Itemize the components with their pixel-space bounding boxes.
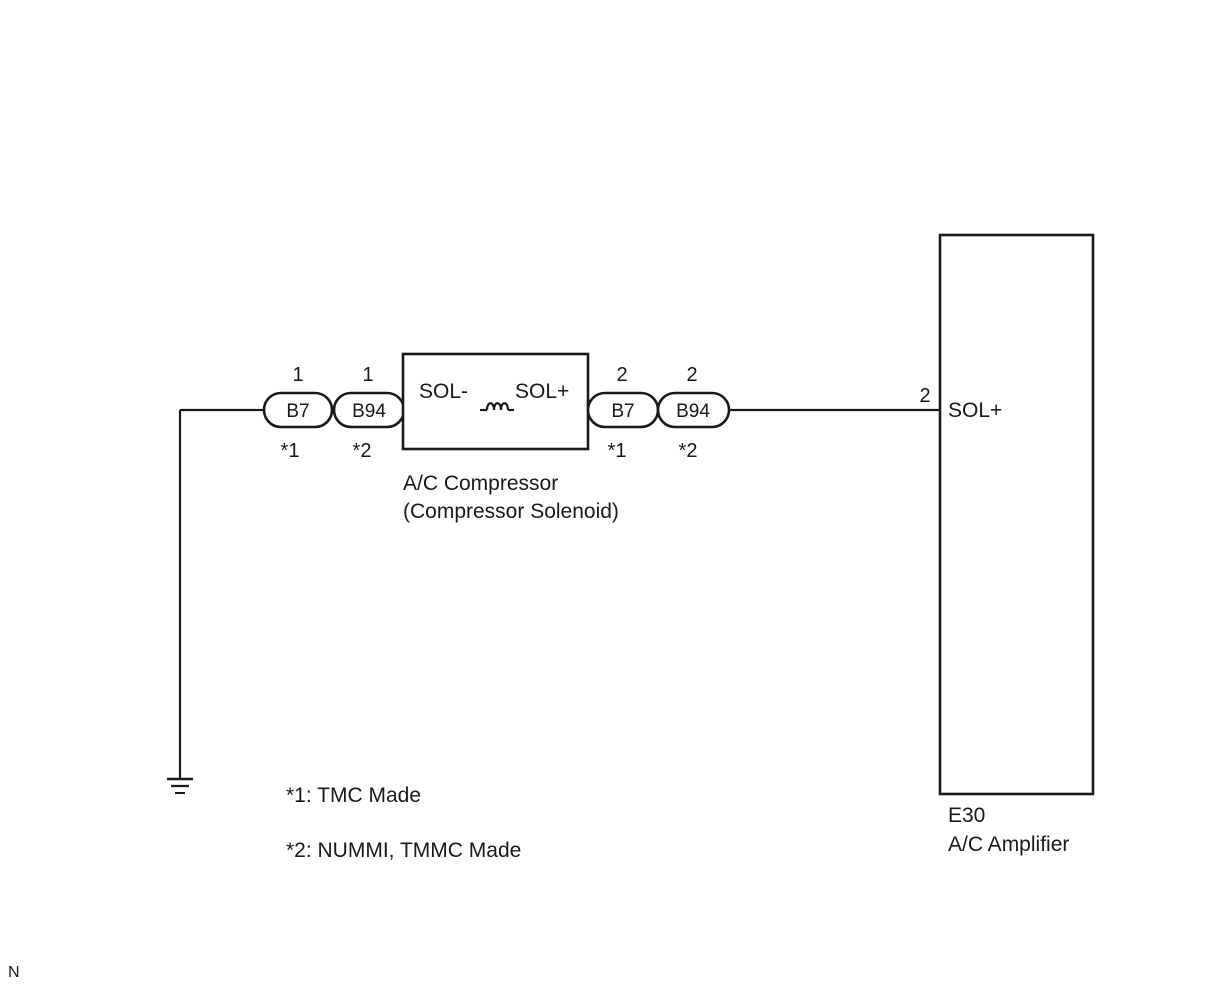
solenoid-coil-icon [480,402,514,412]
compressor-name-line1: A/C Compressor [403,472,558,495]
note-tmc: *1: TMC Made [286,784,421,807]
connector-b94-right: B94 [656,391,731,429]
connector-b94-right-note: *2 [679,440,698,462]
connector-b94-left: B94 [332,391,406,429]
connector-b94-right-pin: 2 [686,364,697,386]
connector-b7-right-pin: 2 [616,364,627,386]
note-nummi-tmmc: *2: NUMMI, TMMC Made [286,839,521,862]
ground-wire [178,408,264,778]
connector-b94-left-label: B94 [352,401,386,422]
compressor-name-line2: (Compressor Solenoid) [403,500,619,523]
connector-b7-right: B7 [586,391,660,429]
corner-mark: N [8,964,20,981]
amplifier-pin: 2 [919,385,930,407]
amplifier-terminal: SOL+ [948,399,1002,422]
amplifier-box [938,233,1095,796]
connector-b94-right-label: B94 [676,401,710,422]
compressor-terminal-neg: SOL- [419,380,468,403]
connector-b7-left-note: *1 [281,440,300,462]
connector-b7-right-label: B7 [611,401,634,422]
amplifier-name: A/C Amplifier [948,833,1069,856]
compressor-terminal-pos: SOL+ [515,380,569,403]
connector-b94-left-pin: 1 [362,364,373,386]
compressor-box [401,352,590,451]
connector-b94-left-note: *2 [353,440,372,462]
connector-b7-left-pin: 1 [292,364,303,386]
connector-b7-right-note: *1 [608,440,627,462]
connector-b7-left: B7 [262,391,334,429]
ground-symbol-icon [167,777,193,794]
connector-b7-left-label: B7 [286,401,309,422]
amplifier-code: E30 [948,804,985,827]
